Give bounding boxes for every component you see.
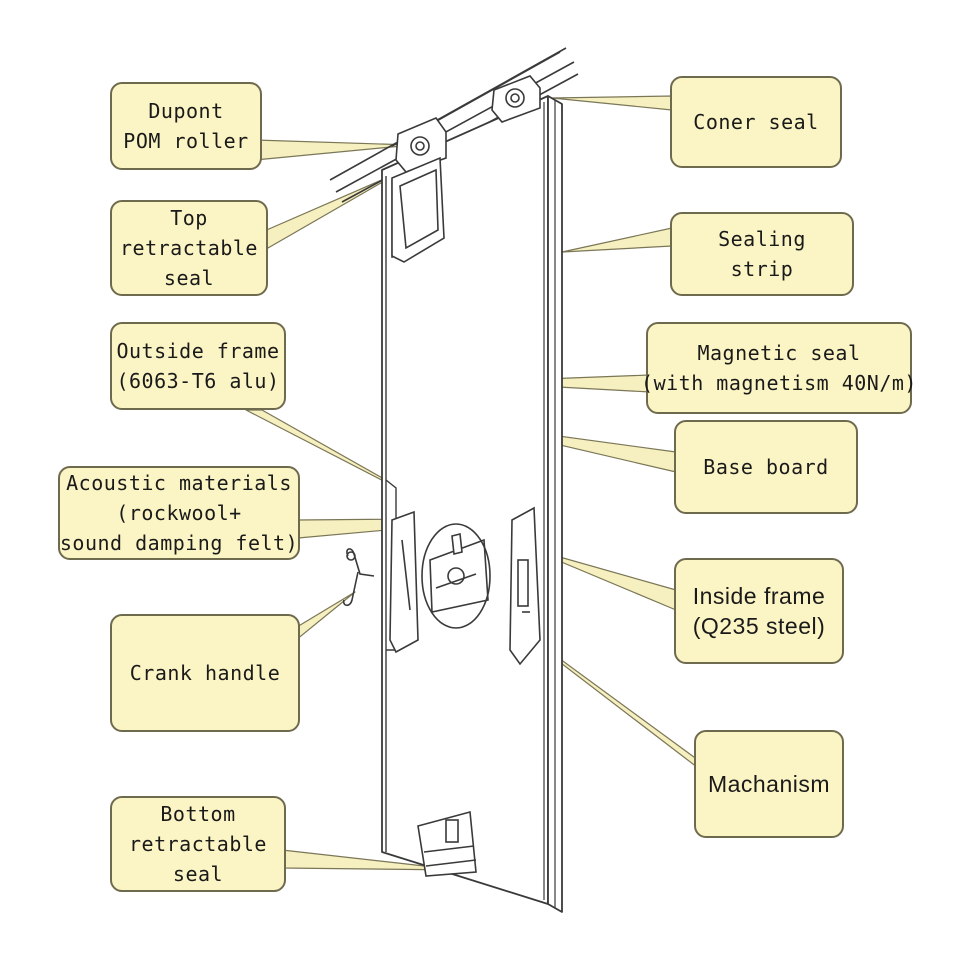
callout-text: sound damping felt) [59,531,299,555]
callout-acoustic-materials: Acoustic materials (rockwool+ sound damp… [58,466,300,560]
callout-bottom-retractable-seal: Bottom retractable seal [110,796,286,892]
callout-text: seal [172,862,224,886]
callout-text: (6063-T6 alu) [116,369,280,393]
callout-text: retractable [129,832,267,856]
callout-top-retractable-seal: Top retractable seal [110,200,268,296]
bottom-seal-housing [417,810,477,877]
leader-sealing-strip [561,227,673,253]
leader-dupont-roller [254,139,413,161]
callout-text: Magnetic seal [697,341,861,365]
callout-text: Base board [703,455,829,479]
callout-crank-handle: Crank handle [110,614,300,732]
callout-text: (with magnetism 40N/m) [641,371,917,395]
callout-text: retractable [120,236,258,260]
callout-text: Dupont [148,99,224,123]
callout-base-board: Base board [674,420,858,514]
callout-text: seal [163,266,215,290]
callout-text: (Q235 steel) [692,613,826,639]
callout-dupont-pom-roller: Dupont POM roller [110,82,262,170]
callout-text: Inside frame [692,583,826,609]
callout-text: Machanism [707,771,831,797]
callout-text: Coner seal [693,110,819,134]
leader-coner-seal [551,95,673,111]
callout-text: Top [170,206,208,230]
callout-coner-seal: Coner seal [670,76,842,168]
callout-text: (rockwool+ [116,501,242,525]
callout-magnetic-seal: Magnetic seal (with magnetism 40N/m) [641,322,916,414]
left-mechanism-housing [389,510,419,654]
callout-machanism: Machanism [694,730,844,838]
callout-text: Acoustic materials [66,471,292,495]
callout-outside-frame: Outside frame (6063-T6 alu) [110,322,286,410]
callout-text: Crank handle [129,661,281,685]
callout-text: Outside frame [116,339,280,363]
callout-text: Bottom [160,802,236,826]
leader-top-seal [261,171,401,249]
callout-sealing-strip: Sealing strip [670,212,854,296]
callout-inside-frame: Inside frame (Q235 steel) [674,558,844,664]
callout-text: strip [730,257,794,281]
callout-text: POM roller [123,129,249,153]
callout-text: Sealing [718,227,806,251]
